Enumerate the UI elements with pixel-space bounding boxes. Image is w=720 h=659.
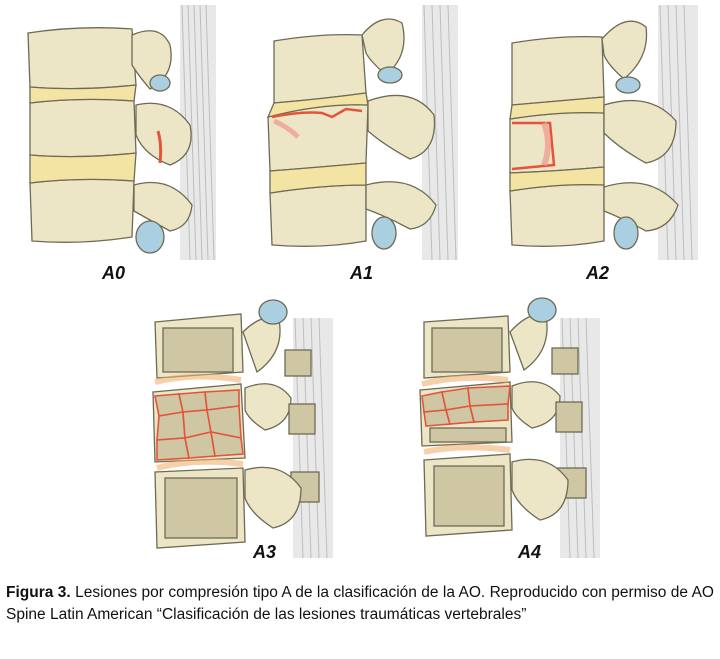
caption-text: Lesiones por compresión tipo A de la cla… xyxy=(6,584,714,623)
spine-illustration-a1 xyxy=(266,5,458,260)
spine-illustration-a2 xyxy=(509,5,698,260)
spine-illustration-a4 xyxy=(419,297,600,559)
panel-a1: A1 xyxy=(262,5,462,283)
panel-label-a2: A2 xyxy=(586,263,610,283)
panel-a2: A2 xyxy=(500,5,700,283)
panel-a3: A3 xyxy=(145,292,355,564)
panel-label-a0: A0 xyxy=(102,263,126,283)
panel-a0: A0 xyxy=(20,5,220,283)
panel-label-a1: A1 xyxy=(350,263,374,283)
spine-illustration-a0 xyxy=(27,5,216,260)
panel-a4: A4 xyxy=(412,292,622,564)
figure-caption: Figura 3. Lesiones por compresión tipo A… xyxy=(6,582,714,626)
caption-lead: Figura 3. xyxy=(6,584,71,601)
panel-label-a3: A3 xyxy=(253,542,277,562)
panel-label-a4: A4 xyxy=(518,542,542,562)
spine-illustration-a3 xyxy=(152,299,333,559)
